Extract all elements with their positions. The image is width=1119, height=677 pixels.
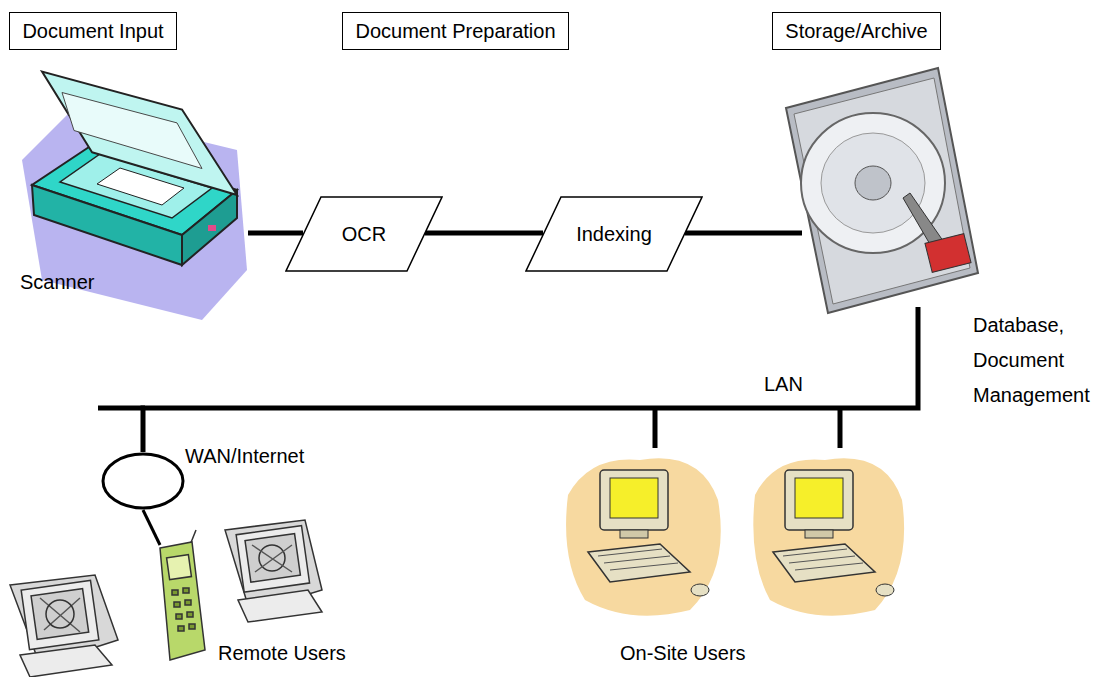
network-ellipse xyxy=(101,452,185,510)
disk-icon xyxy=(778,68,978,313)
node-label: WAN/Internet xyxy=(185,444,304,468)
connector-line xyxy=(143,307,918,452)
group-label: Remote Users xyxy=(218,641,346,665)
database-disk: Database, Document Management xyxy=(778,68,978,313)
lan-stubs xyxy=(98,408,840,545)
node-label: Document Preparation xyxy=(355,19,555,43)
connector-label: LAN xyxy=(762,372,805,396)
onsite-computer xyxy=(753,458,904,615)
remote-computer xyxy=(225,520,322,622)
parallelogram-outline xyxy=(286,197,442,271)
scanner-device: Scanner xyxy=(12,70,247,275)
mobile-phone xyxy=(160,530,205,660)
onsite-computer xyxy=(566,458,721,615)
node-label: Indexing xyxy=(576,222,652,246)
parallelogram-outline xyxy=(526,197,702,271)
stage-box: Document Preparation xyxy=(342,12,569,50)
network-cloud: WAN/Internet xyxy=(101,452,185,510)
node-label: Scanner xyxy=(20,270,95,294)
stage-box: Storage/Archive xyxy=(772,12,941,50)
connector-line xyxy=(248,231,303,236)
process-parallelogram: Indexing xyxy=(525,196,703,272)
node-label: Storage/Archive xyxy=(785,19,927,43)
remote-computer xyxy=(10,575,118,677)
scanner-icon xyxy=(12,70,247,275)
connector-line xyxy=(425,231,543,236)
node-label: OCR xyxy=(342,222,386,246)
group-label: On-Site Users xyxy=(620,641,746,665)
node-label: Database, Document Management xyxy=(973,308,1109,413)
stage-box: Document Input xyxy=(9,12,177,50)
node-label: Document Input xyxy=(22,19,163,43)
connector-line xyxy=(685,231,802,236)
process-parallelogram: OCR xyxy=(285,196,443,272)
